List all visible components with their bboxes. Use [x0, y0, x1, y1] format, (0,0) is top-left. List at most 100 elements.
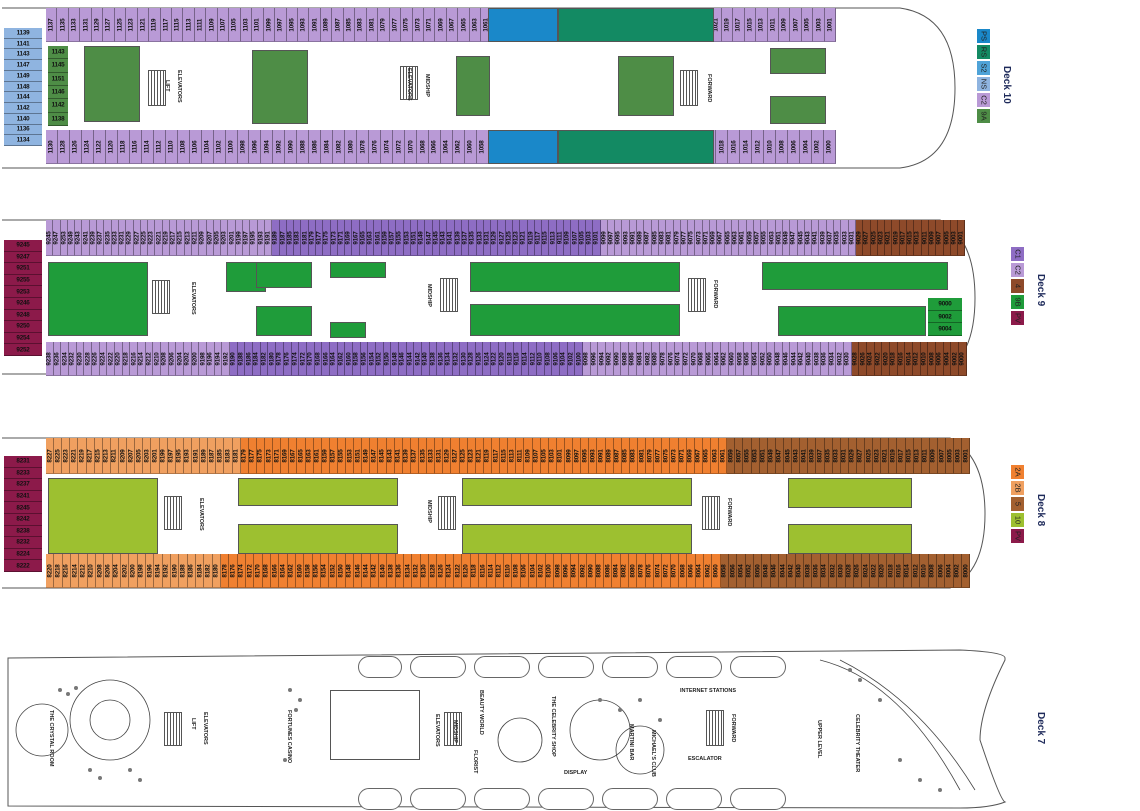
cabin-9192[interactable]: 9192: [222, 342, 231, 376]
cabin-8171[interactable]: 8171: [273, 438, 282, 474]
cabin-9117[interactable]: 9117: [534, 220, 543, 256]
cabin-8028[interactable]: 8028: [845, 554, 854, 588]
cabin-8141[interactable]: 8141: [394, 438, 403, 474]
cabin-8108[interactable]: 8108: [512, 554, 521, 588]
cabin-9237[interactable]: 9237: [97, 220, 105, 256]
cabin-1105[interactable]: 1105: [229, 8, 241, 42]
cabin-8138[interactable]: 8138: [387, 554, 396, 588]
cabin-9052[interactable]: 9052: [759, 342, 768, 376]
cabin-9128[interactable]: 9128: [467, 342, 476, 376]
cabin-9132[interactable]: 9132: [452, 342, 461, 376]
cabin-1147[interactable]: 1147: [4, 60, 42, 71]
cabin-1104[interactable]: 1104: [201, 130, 214, 164]
cabin-8213[interactable]: 8213: [102, 438, 111, 474]
cabin-8015[interactable]: 8015: [905, 438, 914, 474]
cabin-9157[interactable]: 9157: [388, 220, 397, 256]
cabin-1077[interactable]: 1077: [389, 8, 402, 42]
cabin-8079[interactable]: 8079: [646, 438, 655, 474]
cabin-9170[interactable]: 9170: [306, 342, 315, 376]
cabin-8004[interactable]: 8004: [945, 554, 954, 588]
cabin-9077[interactable]: 9077: [680, 220, 689, 256]
cabin-8021[interactable]: 8021: [881, 438, 890, 474]
cabin-9239[interactable]: 9239: [89, 220, 98, 256]
cabin-8092[interactable]: 8092: [579, 554, 588, 588]
cabin-9174[interactable]: 9174: [291, 342, 300, 376]
cabin-9063[interactable]: 9063: [731, 220, 740, 256]
cabin-9002[interactable]: 9002: [951, 342, 959, 376]
cabin-1120[interactable]: 1120: [105, 130, 118, 164]
cabin-8233[interactable]: 8233: [4, 467, 42, 480]
cabin-8184[interactable]: 8184: [195, 554, 205, 588]
cabin-9074[interactable]: 9074: [675, 342, 683, 376]
cabin-1083[interactable]: 1083: [355, 8, 367, 42]
cabin-9230[interactable]: 9230: [76, 342, 85, 376]
cabin-8218[interactable]: 8218: [54, 554, 63, 588]
cabin-9187[interactable]: 9187: [279, 220, 287, 256]
cabin-8064[interactable]: 8064: [695, 554, 704, 588]
cabin-1091[interactable]: 1091: [309, 8, 321, 42]
cabin-1080[interactable]: 1080: [345, 130, 358, 164]
cabin-9019[interactable]: 9019: [892, 220, 900, 256]
cabin-9057[interactable]: 9057: [753, 220, 762, 256]
cabin-8078[interactable]: 8078: [637, 554, 646, 588]
cabin-8151[interactable]: 8151: [354, 438, 363, 474]
cabin-1016[interactable]: 1016: [728, 130, 741, 164]
cabin-8198[interactable]: 8198: [137, 554, 146, 588]
cabin-8020[interactable]: 8020: [878, 554, 888, 588]
cabin-9123[interactable]: 9123: [513, 220, 521, 256]
cabin-8181[interactable]: 8181: [232, 438, 241, 474]
cabin-9155[interactable]: 9155: [396, 220, 404, 256]
cabin-1123[interactable]: 1123: [126, 8, 138, 42]
cabin-8110[interactable]: 8110: [504, 554, 513, 588]
cabin-1089[interactable]: 1089: [320, 8, 333, 42]
cabin-9027[interactable]: 9027: [863, 220, 871, 256]
cabin-9096[interactable]: 9096: [590, 342, 599, 376]
cabin-8003[interactable]: 8003: [954, 438, 963, 474]
cabin-9035[interactable]: 9035: [834, 220, 842, 256]
cabin-9150[interactable]: 9150: [383, 342, 392, 376]
cabin-9251[interactable]: 9251: [4, 263, 42, 275]
cabin-9211[interactable]: 9211: [191, 220, 200, 256]
cabin-9248[interactable]: 9248: [4, 309, 42, 322]
cabin-8186[interactable]: 8186: [187, 554, 196, 588]
cabin-9061[interactable]: 9061: [739, 220, 747, 256]
cabin-8090[interactable]: 8090: [587, 554, 596, 588]
cabin-9050[interactable]: 9050: [767, 342, 775, 376]
cabin-9048[interactable]: 9048: [774, 342, 783, 376]
cabin-9238[interactable]: 9238: [46, 342, 54, 376]
cabin-9049[interactable]: 9049: [782, 220, 791, 256]
cabin-1000[interactable]: 1000: [823, 130, 836, 164]
cabin-9009[interactable]: 9009: [928, 220, 937, 256]
cabin-1073[interactable]: 1073: [412, 8, 424, 42]
cabin-9062[interactable]: 9062: [721, 342, 729, 376]
cabin-8012[interactable]: 8012: [912, 554, 921, 588]
cabin-8002[interactable]: 8002: [953, 554, 963, 588]
cabin-1133[interactable]: 1133: [68, 8, 81, 42]
cabin-8089[interactable]: 8089: [605, 438, 614, 474]
cabin-8155[interactable]: 8155: [337, 438, 347, 474]
cabin-8066[interactable]: 8066: [687, 554, 696, 588]
cabin-8208[interactable]: 8208: [95, 554, 105, 588]
cabin-8030[interactable]: 8030: [837, 554, 846, 588]
cabin-9000[interactable]: 9000: [958, 342, 967, 376]
cabin-1124[interactable]: 1124: [81, 130, 94, 164]
cabin-8124[interactable]: 8124: [445, 554, 455, 588]
cabin-8047[interactable]: 8047: [775, 438, 784, 474]
cabin-9217[interactable]: 9217: [170, 220, 178, 256]
cabin-1085[interactable]: 1085: [343, 8, 356, 42]
cabin-8001[interactable]: 8001: [962, 438, 971, 474]
cabin-8180[interactable]: 8180: [212, 554, 221, 588]
cabin-9131[interactable]: 9131: [483, 220, 492, 256]
cabin-8173[interactable]: 8173: [264, 438, 274, 474]
cabin-9064[interactable]: 9064: [713, 342, 722, 376]
cabin-1135[interactable]: 1135: [57, 8, 69, 42]
cabin-9172[interactable]: 9172: [299, 342, 307, 376]
cabin-9216[interactable]: 9216: [130, 342, 139, 376]
cabin-8107[interactable]: 8107: [532, 438, 541, 474]
cabin-1141[interactable]: 1141: [4, 38, 42, 50]
cabin-9003[interactable]: 9003: [950, 220, 959, 256]
cabin-1101[interactable]: 1101: [252, 8, 264, 42]
cabin-9094[interactable]: 9094: [598, 342, 607, 376]
cabin-1081[interactable]: 1081: [366, 8, 379, 42]
cabin-9137[interactable]: 9137: [461, 220, 470, 256]
